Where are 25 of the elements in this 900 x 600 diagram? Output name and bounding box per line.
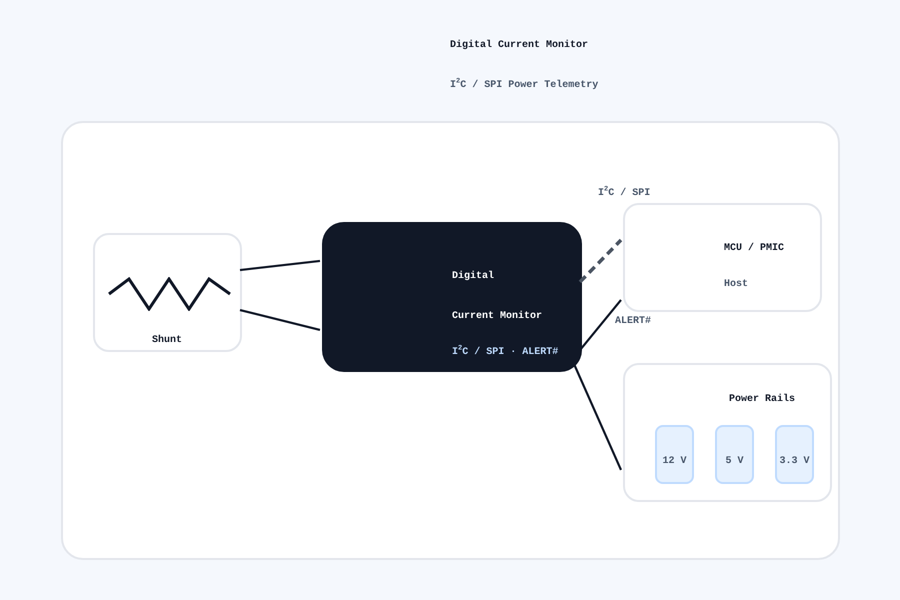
voltage-rail-box: [775, 425, 814, 484]
node-subtitle: Host: [724, 278, 748, 292]
diagram-title: Digital Current Monitor: [450, 39, 588, 53]
connector-line: [579, 299, 622, 351]
monitor-chip-box: [322, 222, 582, 372]
node-label: 5 V: [725, 454, 744, 468]
component-card: [623, 363, 832, 502]
component-card: [623, 203, 822, 312]
diagram-panel: [61, 121, 840, 560]
node-title: Power Rails: [729, 393, 796, 407]
node-label: 3.3 V: [779, 454, 810, 468]
node-title: Current Monitor: [452, 310, 542, 324]
node-title: Digital: [452, 270, 494, 284]
connector-line: [240, 308, 320, 332]
voltage-rail-box: [715, 425, 754, 484]
connector-line: [573, 364, 622, 470]
subtitle: I$^{2}$C / SPI Power Telemetry: [450, 79, 598, 93]
voltage-rail-box: [655, 425, 694, 484]
node-subtitle: I$^{2}$C / SPI · ALERT#: [452, 346, 558, 360]
component-card: [93, 233, 242, 352]
node-title: MCU / PMIC: [724, 242, 784, 256]
node-label: Shunt: [152, 334, 182, 348]
node-label: 12 V: [662, 454, 686, 468]
connector-line: [240, 260, 320, 272]
dashed-connector: [578, 238, 622, 284]
